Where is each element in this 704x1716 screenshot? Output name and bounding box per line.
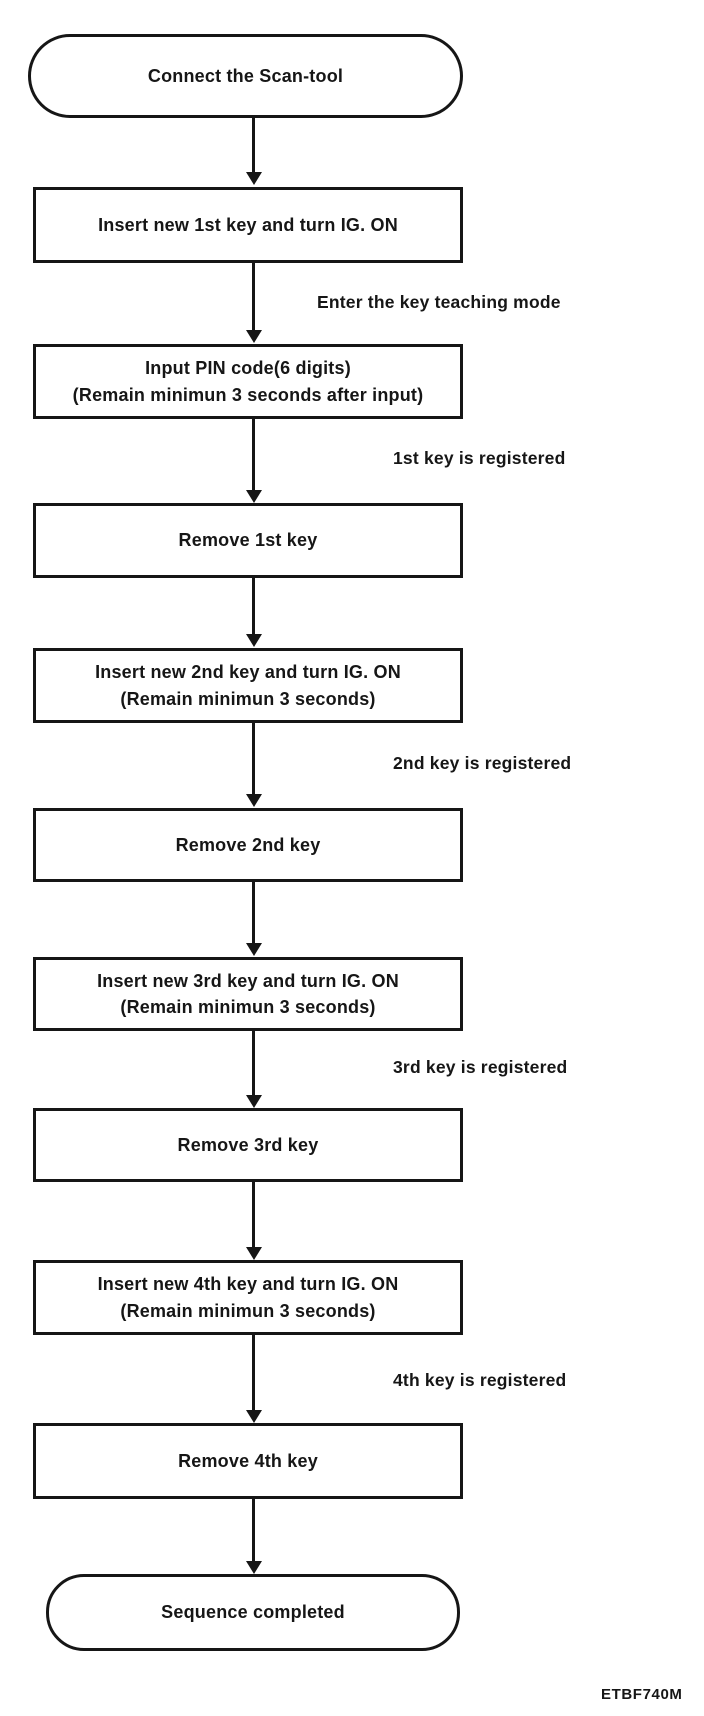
node-sublabel: (Remain minimun 3 seconds after input) [72,384,424,405]
flow-arrow [245,1499,262,1574]
flow-arrow [245,118,262,185]
node-sublabel: (Remain minimun 3 seconds) [120,997,376,1017]
edge-label-2nd-registered: 2nd key is registered [393,753,572,773]
flow-arrow [245,1335,262,1423]
flow-node-end: Sequence completed [46,1574,460,1651]
arrowhead-down-icon [245,1561,262,1574]
edge-label-1st-registered: 1st key is registered [393,448,566,468]
flow-node-insert-4th-key: Insert new 4th key and turn IG. ON (Rema… [33,1260,463,1335]
node-label: Insert new 1st key and turn IG. ON [98,214,398,235]
flow-arrow [245,723,262,807]
flow-node-input-pin-code: Input PIN code(6 digits) (Remain minimun… [33,344,463,419]
node-label: Input PIN code(6 digits) [145,358,351,379]
node-label: Insert new 3rd key and turn IG. ON [97,970,399,991]
figure-code: ETBF740M [601,1686,683,1703]
flow-node-remove-2nd-key: Remove 2nd key [33,808,463,882]
arrowhead-down-icon [245,1410,262,1423]
node-label: Remove 2nd key [175,834,321,855]
flow-node-insert-2nd-key: Insert new 2nd key and turn IG. ON (Rema… [33,648,463,723]
node-label: Remove 3rd key [177,1134,319,1155]
flow-node-remove-4th-key: Remove 4th key [33,1423,463,1499]
flow-arrow [245,419,262,503]
edge-label-teaching-mode: Enter the key teaching mode [317,292,561,312]
flow-arrow [245,263,262,343]
node-label: Insert new 4th key and turn IG. ON [97,1274,399,1295]
flow-node-insert-3rd-key: Insert new 3rd key and turn IG. ON (Rema… [33,957,463,1031]
flow-node-insert-1st-key: Insert new 1st key and turn IG. ON [33,187,463,263]
flow-node-start: Connect the Scan-tool [28,34,463,118]
arrowhead-down-icon [245,1247,262,1260]
arrowhead-down-icon [245,330,262,343]
arrowhead-down-icon [245,943,262,956]
node-sublabel: (Remain minimun 3 seconds) [120,688,376,709]
node-label: Sequence completed [161,1602,345,1623]
node-label: Insert new 2nd key and turn IG. ON [95,662,401,683]
arrowhead-down-icon [245,490,262,503]
arrowhead-down-icon [245,634,262,647]
node-label: Connect the Scan-tool [147,65,344,86]
flow-arrow [245,1031,262,1108]
node-label: Remove 1st key [178,530,318,551]
flow-arrow [245,1182,262,1260]
node-sublabel: (Remain minimun 3 seconds) [120,1300,376,1321]
edge-label-4th-registered: 4th key is registered [393,1370,567,1390]
edge-label-3rd-registered: 3rd key is registered [393,1057,568,1077]
node-label: Remove 4th key [178,1450,318,1471]
arrowhead-down-icon [245,172,262,185]
flow-node-remove-1st-key: Remove 1st key [33,503,463,578]
flow-node-remove-3rd-key: Remove 3rd key [33,1108,463,1182]
arrowhead-down-icon [245,794,262,807]
arrowhead-down-icon [245,1095,262,1108]
flow-arrow [245,578,262,647]
flow-arrow [245,882,262,956]
